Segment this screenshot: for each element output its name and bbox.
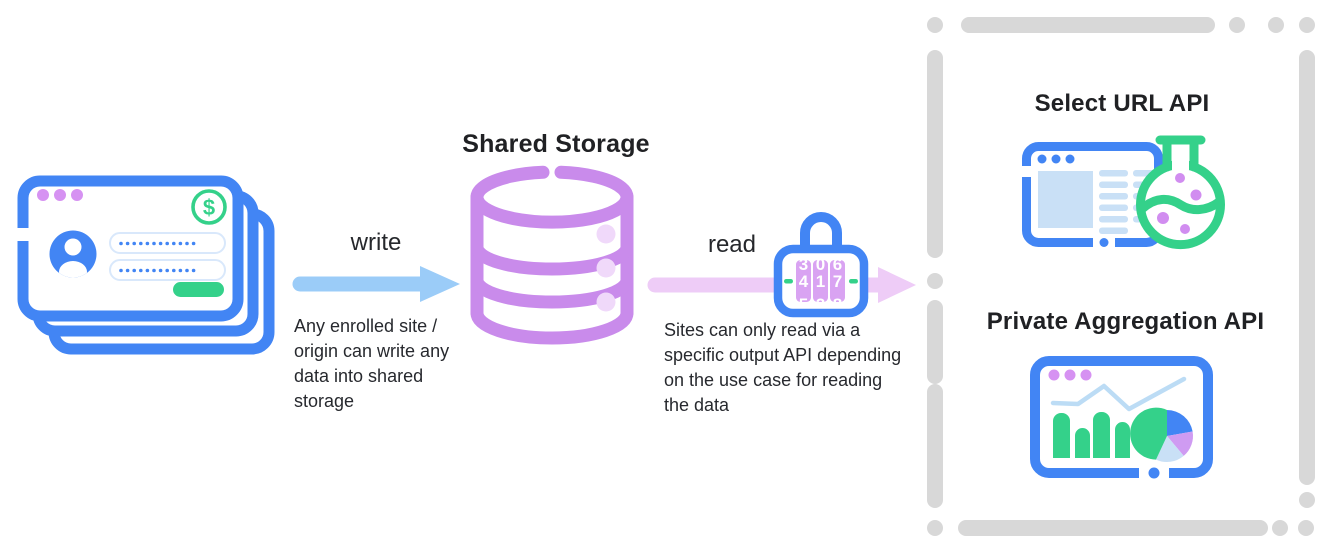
dollar-icon: $ [191, 189, 227, 225]
lock-shackle [800, 212, 842, 255]
read-description: Sites can only read via a specific outpu… [664, 320, 902, 415]
dial-digit-above: 6 [833, 255, 842, 274]
border-dot [1099, 238, 1109, 247]
dial-digit-above: 3 [799, 255, 808, 274]
flask-icon [1136, 135, 1225, 250]
line-chart [1050, 376, 1187, 412]
write-arrow-icon [292, 266, 460, 302]
border-notch [15, 228, 31, 241]
bar-chart [1053, 412, 1130, 458]
dial-digit-below: 5 [799, 295, 808, 314]
flask-bubbles [1157, 173, 1202, 234]
dial-digit: 1 [816, 272, 825, 291]
browser-with-flask-icon [1019, 135, 1225, 250]
private-aggregation-api-title: Private Aggregation API [986, 308, 1265, 335]
front-window-icon: $ [15, 175, 244, 322]
lock-dial-wheels[interactable]: 3 4 5 0 1 2 6 7 8 [784, 255, 858, 314]
border-notch [1019, 166, 1034, 177]
write-label: write [350, 229, 402, 256]
dial-tick-left [784, 279, 793, 284]
svg-text:$: $ [203, 195, 215, 220]
submit-button[interactable] [173, 282, 224, 297]
dial-digit-below: 8 [833, 295, 842, 314]
output-apis-dashed-border [927, 17, 1315, 536]
content-block [1038, 171, 1093, 228]
dial-digit: 4 [799, 272, 809, 291]
write-description: Any enrolled site / origin can write any… [294, 316, 450, 411]
dial-digit: 7 [833, 272, 842, 291]
dashboard-charts-icon [1030, 356, 1213, 479]
window-control-dots-icon [1037, 154, 1075, 164]
read-label: read [707, 231, 757, 258]
browser-windows-stack-icon: $ [15, 175, 275, 355]
dial-tick-right [849, 279, 858, 284]
dial-digit-below: 2 [816, 295, 825, 314]
password-field[interactable] [109, 259, 226, 281]
border-dot [17, 242, 29, 254]
window-control-dots-icon [1048, 369, 1092, 381]
database-icon [470, 165, 634, 345]
database-highlight-dots [596, 224, 616, 312]
password-field[interactable] [109, 232, 226, 254]
window-control-dots-icon [37, 189, 83, 201]
select-url-api-title: Select URL API [1034, 90, 1210, 117]
shared-storage-title: Shared Storage [462, 130, 650, 158]
border-dot [1148, 467, 1160, 479]
user-avatar-icon [49, 230, 97, 278]
pie-chart [1130, 407, 1193, 463]
dial-digit-above: 0 [816, 255, 825, 274]
combination-lock-icon: 3 4 5 0 1 2 6 7 8 [773, 212, 869, 318]
